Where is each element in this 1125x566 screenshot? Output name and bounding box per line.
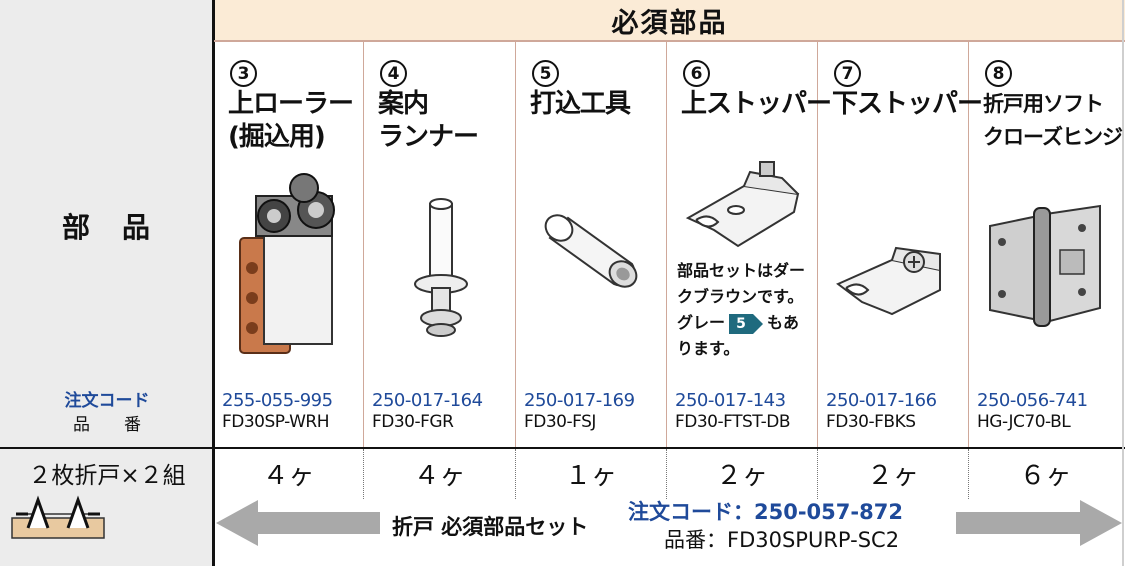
part-name: 下ストッパー xyxy=(832,89,983,119)
order-code: 255-055-995 xyxy=(222,390,333,411)
part-column-driving-tool: 5 打込工具 250-017-169 FD30-FSJ xyxy=(516,42,666,441)
divider xyxy=(363,42,364,447)
part-name: 案内 ランナー xyxy=(378,89,479,152)
part-name: 上ローラー (掘込用) xyxy=(228,89,354,152)
divider xyxy=(666,42,667,447)
divider xyxy=(817,449,818,499)
quantity: ２ヶ xyxy=(866,460,919,491)
part-number: FD30-FTST-DB xyxy=(675,412,791,432)
order-code: 250-017-169 xyxy=(524,390,635,411)
divider xyxy=(212,0,215,566)
part-number-badge: 5 xyxy=(532,60,559,87)
upper-stopper-image xyxy=(685,161,800,248)
part-number: FD30SP-WRH xyxy=(222,412,330,432)
grade-badge: 5 xyxy=(729,313,764,334)
quantity: １ヶ xyxy=(564,460,617,491)
row-label-part-number: 品 番 xyxy=(73,415,141,435)
part-column-upper-roller: 3 上ローラー (掘込用) 255-055-995 FD30SP-WRH xyxy=(214,42,363,441)
divider xyxy=(1122,0,1124,566)
part-name: 折戸用ソフト クローズヒンジ xyxy=(983,92,1123,149)
part-name: 打込工具 xyxy=(530,89,631,119)
part-column-guide-runner: 4 案内 ランナー 250-017-164 FD30-FGR xyxy=(364,42,515,441)
quantity: ２ヶ xyxy=(715,460,768,491)
part-column-upper-stopper: 6 上ストッパー 250-017-143 FD30-FTST-DB xyxy=(667,42,832,441)
quantity: ４ヶ xyxy=(413,460,466,491)
divider xyxy=(0,447,1125,449)
part-number-badge: 8 xyxy=(985,60,1012,87)
table-header: 必須部品 xyxy=(214,0,1125,42)
part-number: HG-JC70-BL xyxy=(977,412,1071,432)
order-code: 250-017-164 xyxy=(372,390,483,411)
header-title: 必須部品 xyxy=(611,7,728,39)
driving-tool-image xyxy=(544,214,638,288)
row-label-config: ２枚折戸×２組 xyxy=(28,463,186,489)
upper-roller-image xyxy=(239,173,335,354)
set-label: 折戸 必須部品セット xyxy=(392,515,589,539)
part-name: 上ストッパー xyxy=(681,89,832,119)
set-order-code: 注文コード：250-057-872 xyxy=(628,500,903,524)
part-number-badge: 4 xyxy=(380,60,407,87)
row-label-order-code: 注文コード xyxy=(64,391,150,411)
divider xyxy=(214,40,1125,42)
order-code: 250-056-741 xyxy=(977,390,1088,411)
part-number-badge: 3 xyxy=(230,60,257,87)
part-number-badge: 6 xyxy=(683,60,710,87)
row-label-column xyxy=(0,0,214,566)
part-column-soft-close-hinge: 8 折戸用ソフト クローズヒンジ 250-056-741 HG-JC70-BL xyxy=(969,42,1123,441)
order-code: 250-017-166 xyxy=(826,390,937,411)
lower-stopper-image xyxy=(836,246,941,316)
quantity: ６ヶ xyxy=(1019,460,1072,491)
guide-runner-image xyxy=(414,198,468,337)
divider xyxy=(515,449,516,499)
part-number: FD30-FSJ xyxy=(524,412,596,432)
order-code: 250-017-143 xyxy=(675,390,786,411)
set-arrow-icon xyxy=(216,500,1122,546)
part-column-lower-stopper: 7 下ストッパー 250-017-166 FD30-FBKS xyxy=(818,42,983,441)
part-number: FD30-FBKS xyxy=(826,412,916,432)
set-part-number: 品番：FD30SPURP-SC2 xyxy=(664,528,900,552)
divider xyxy=(666,449,667,499)
divider xyxy=(968,449,969,499)
soft-close-hinge-image xyxy=(989,204,1101,327)
divider xyxy=(363,449,364,499)
divider xyxy=(515,42,516,447)
part-number: FD30-FGR xyxy=(372,412,454,432)
part-number-badge: 7 xyxy=(834,60,861,87)
divider xyxy=(968,42,969,447)
folding-door-icon xyxy=(11,495,105,539)
quantity: ４ヶ xyxy=(262,460,315,491)
divider xyxy=(817,42,818,447)
row-label-part: 部 品 xyxy=(61,211,152,244)
